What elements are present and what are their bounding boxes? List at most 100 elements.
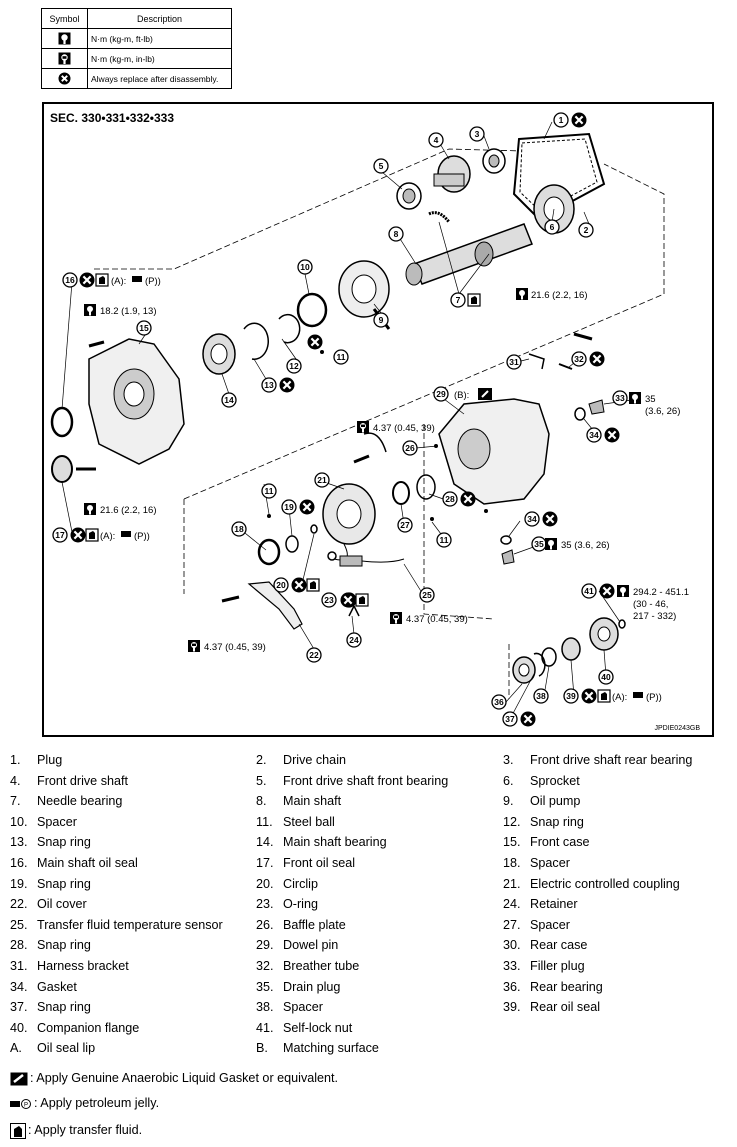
legend-number: 29. [256, 938, 274, 953]
legend-text: Oil cover [37, 897, 87, 912]
svg-text:23: 23 [324, 595, 334, 605]
callout-p-16: (P)) [145, 276, 161, 287]
legend-number: 3. [503, 753, 514, 767]
legend-text: Electric controlled coupling [530, 876, 680, 891]
legend-number: 7. [10, 794, 21, 809]
legend-number: 4. [10, 773, 21, 788]
legend-text: Companion flange [37, 1020, 140, 1035]
legend-number: 20. [256, 876, 274, 891]
legend-number: 23. [256, 897, 274, 912]
legend-text: Rear bearing [530, 979, 603, 994]
legend-number: 13. [10, 835, 28, 850]
transfer-fluid-icon [10, 1122, 26, 1139]
legend-number: 2. [256, 753, 267, 767]
symbol-table: Symbol Description N·m (kg-m, ft-lb) N·m… [41, 8, 232, 89]
legend-text: Snap ring [37, 876, 91, 891]
liquid-gasket-icon [10, 1072, 28, 1086]
front-case [88, 338, 185, 465]
svg-text:2: 2 [584, 225, 589, 235]
legend-text: Transfer fluid temperature sensor [37, 917, 223, 932]
torque-sensor: 4.37 (0.45, 39) [406, 614, 468, 625]
svg-text:24: 24 [349, 635, 359, 645]
note-fluid-text: : Apply transfer fluid. [28, 1123, 143, 1137]
legend-number: 36. [503, 979, 521, 994]
replace-x-icon [58, 72, 71, 85]
legend-text: Front oil seal [283, 856, 356, 870]
note-gasket-text: : Apply Genuine Anaerobic Liquid Gasket … [30, 1071, 339, 1085]
torque-nut-3: 217 - 332) [633, 611, 676, 622]
legend-text: Spacer [530, 856, 570, 870]
legend-number: 25. [10, 917, 28, 932]
legend-number: 16. [10, 856, 28, 870]
legend-text: Snap ring [37, 835, 91, 850]
legend-text: Self-lock nut [283, 1020, 353, 1035]
legend-text: Oil seal lip [37, 1041, 96, 1056]
callout-p-39: (P)) [646, 692, 662, 703]
svg-text:5: 5 [379, 161, 384, 171]
legend-number: 33. [503, 959, 521, 973]
section-title: SEC. 330•331•332•333 [50, 111, 175, 125]
svg-text:35: 35 [534, 539, 544, 549]
legend-text: Sprocket [530, 773, 580, 788]
torque-oil-cover: 4.37 (0.45, 39) [204, 642, 266, 653]
legend-text: Spacer [283, 1000, 323, 1015]
legend-number: 19. [10, 876, 28, 891]
svg-text:7: 7 [456, 295, 461, 305]
legend-number: 18. [503, 856, 521, 870]
torque-bolt-upper: 21.6 (2.2, 16) [531, 290, 588, 301]
legend-text: Main shaft bearing [283, 835, 387, 850]
legend-text: Snap ring [37, 1000, 91, 1015]
note-gasket: : Apply Genuine Anaerobic Liquid Gasket … [10, 1068, 338, 1088]
svg-text:29: 29 [436, 389, 446, 399]
svg-text:34: 34 [527, 514, 537, 524]
legend-text: Filler plug [530, 959, 585, 973]
svg-text:14: 14 [224, 395, 234, 405]
svg-text:11: 11 [337, 352, 346, 362]
svg-text:P: P [24, 1102, 28, 1108]
torque-nut-1: 294.2 - 451.1 [633, 587, 689, 598]
legend-number: 30. [503, 938, 521, 953]
legend-number: 37. [10, 1000, 28, 1015]
callout-b-30: (B): [454, 390, 469, 401]
legend-text: Matching surface [283, 1041, 379, 1056]
legend-number: 14. [256, 835, 274, 850]
svg-text:8: 8 [394, 229, 399, 239]
svg-text:28: 28 [445, 494, 455, 504]
diagram-code: JPDIE0243GB [654, 725, 700, 732]
legend-number: 21. [503, 876, 521, 891]
svg-text:40: 40 [601, 672, 611, 682]
legend-text: Rear oil seal [530, 1000, 600, 1015]
svg-text:41: 41 [584, 586, 594, 596]
symbol-header: Symbol [41, 8, 88, 29]
legend-text: Front drive shaft front bearing [283, 773, 449, 788]
symbol-desc-3: Always replace after disassembly. [87, 68, 232, 89]
oil-pump [338, 260, 391, 330]
svg-text:9: 9 [379, 315, 384, 325]
svg-text:34: 34 [589, 430, 599, 440]
legend-text: Dowel pin [283, 938, 339, 953]
note-fluid: : Apply transfer fluid. [10, 1120, 142, 1140]
main-shaft [405, 223, 533, 286]
torque-filler-1: 35 [645, 394, 656, 405]
callout-p-17: (P)) [134, 531, 150, 542]
legend-number: 28. [10, 938, 28, 953]
legend-text: Front drive shaft [37, 773, 128, 788]
callout-a-17: (A): [100, 531, 115, 542]
legend-text: Drain plug [283, 979, 341, 994]
torque-baffle: 4.37 (0.45, 39) [373, 423, 435, 434]
legend-number: 34. [10, 979, 28, 994]
legend-text: Spacer [37, 814, 77, 829]
svg-text:4: 4 [434, 135, 439, 145]
legend-number: 26. [256, 917, 274, 932]
legend-number: B. [256, 1041, 268, 1056]
svg-text:21: 21 [317, 475, 327, 485]
legend-text: Snap ring [530, 814, 584, 829]
legend-number: 5. [256, 773, 267, 788]
front-drive-shaft [396, 148, 506, 210]
legend-text: Snap ring [37, 938, 91, 953]
legend-text: Baffle plate [283, 917, 346, 932]
torque-filler-2: (3.6, 26) [645, 406, 680, 417]
svg-text:39: 39 [566, 691, 576, 701]
legend-number: 24. [503, 897, 521, 912]
legend-number: 11. [256, 814, 273, 829]
